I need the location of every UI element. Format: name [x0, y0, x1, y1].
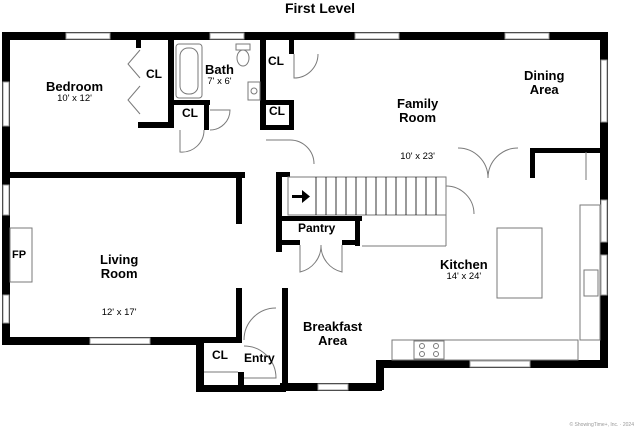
- living-room-label: Living Room 12' x 17': [100, 252, 139, 318]
- stair-treads: [315, 177, 437, 215]
- fixtures: [9, 43, 601, 373]
- door-swings: [127, 49, 587, 379]
- windows: [2, 32, 608, 391]
- stair-arrow-icon: [292, 190, 310, 203]
- credit-text: © ShowingTime+, Inc. · 2024: [569, 422, 634, 428]
- interior-walls: [10, 40, 600, 385]
- bedroom-label: Bedroom 10' x 12': [46, 79, 104, 104]
- pantry-label: Pantry: [298, 221, 336, 235]
- family-room-label: Family Room 10' x 23': [397, 96, 439, 162]
- closet-label-bath-upper: CL: [268, 54, 284, 68]
- dining-area-label: Dining Area: [524, 68, 565, 97]
- closet-label-entry: CL: [212, 348, 228, 362]
- closet-label-bath-lower: CL: [269, 104, 285, 118]
- entry-label: Entry: [244, 351, 275, 365]
- plan-title: First Level: [284, 0, 356, 16]
- bath-label: Bath 7' x 6': [205, 62, 234, 87]
- kitchen-label: Kitchen 14' x 24': [440, 257, 488, 282]
- closet-label-hall: CL: [182, 106, 198, 120]
- closet-label-bedroom: CL: [146, 67, 162, 81]
- fireplace-label: FP: [12, 249, 27, 261]
- breakfast-area-label: Breakfast Area: [303, 319, 363, 348]
